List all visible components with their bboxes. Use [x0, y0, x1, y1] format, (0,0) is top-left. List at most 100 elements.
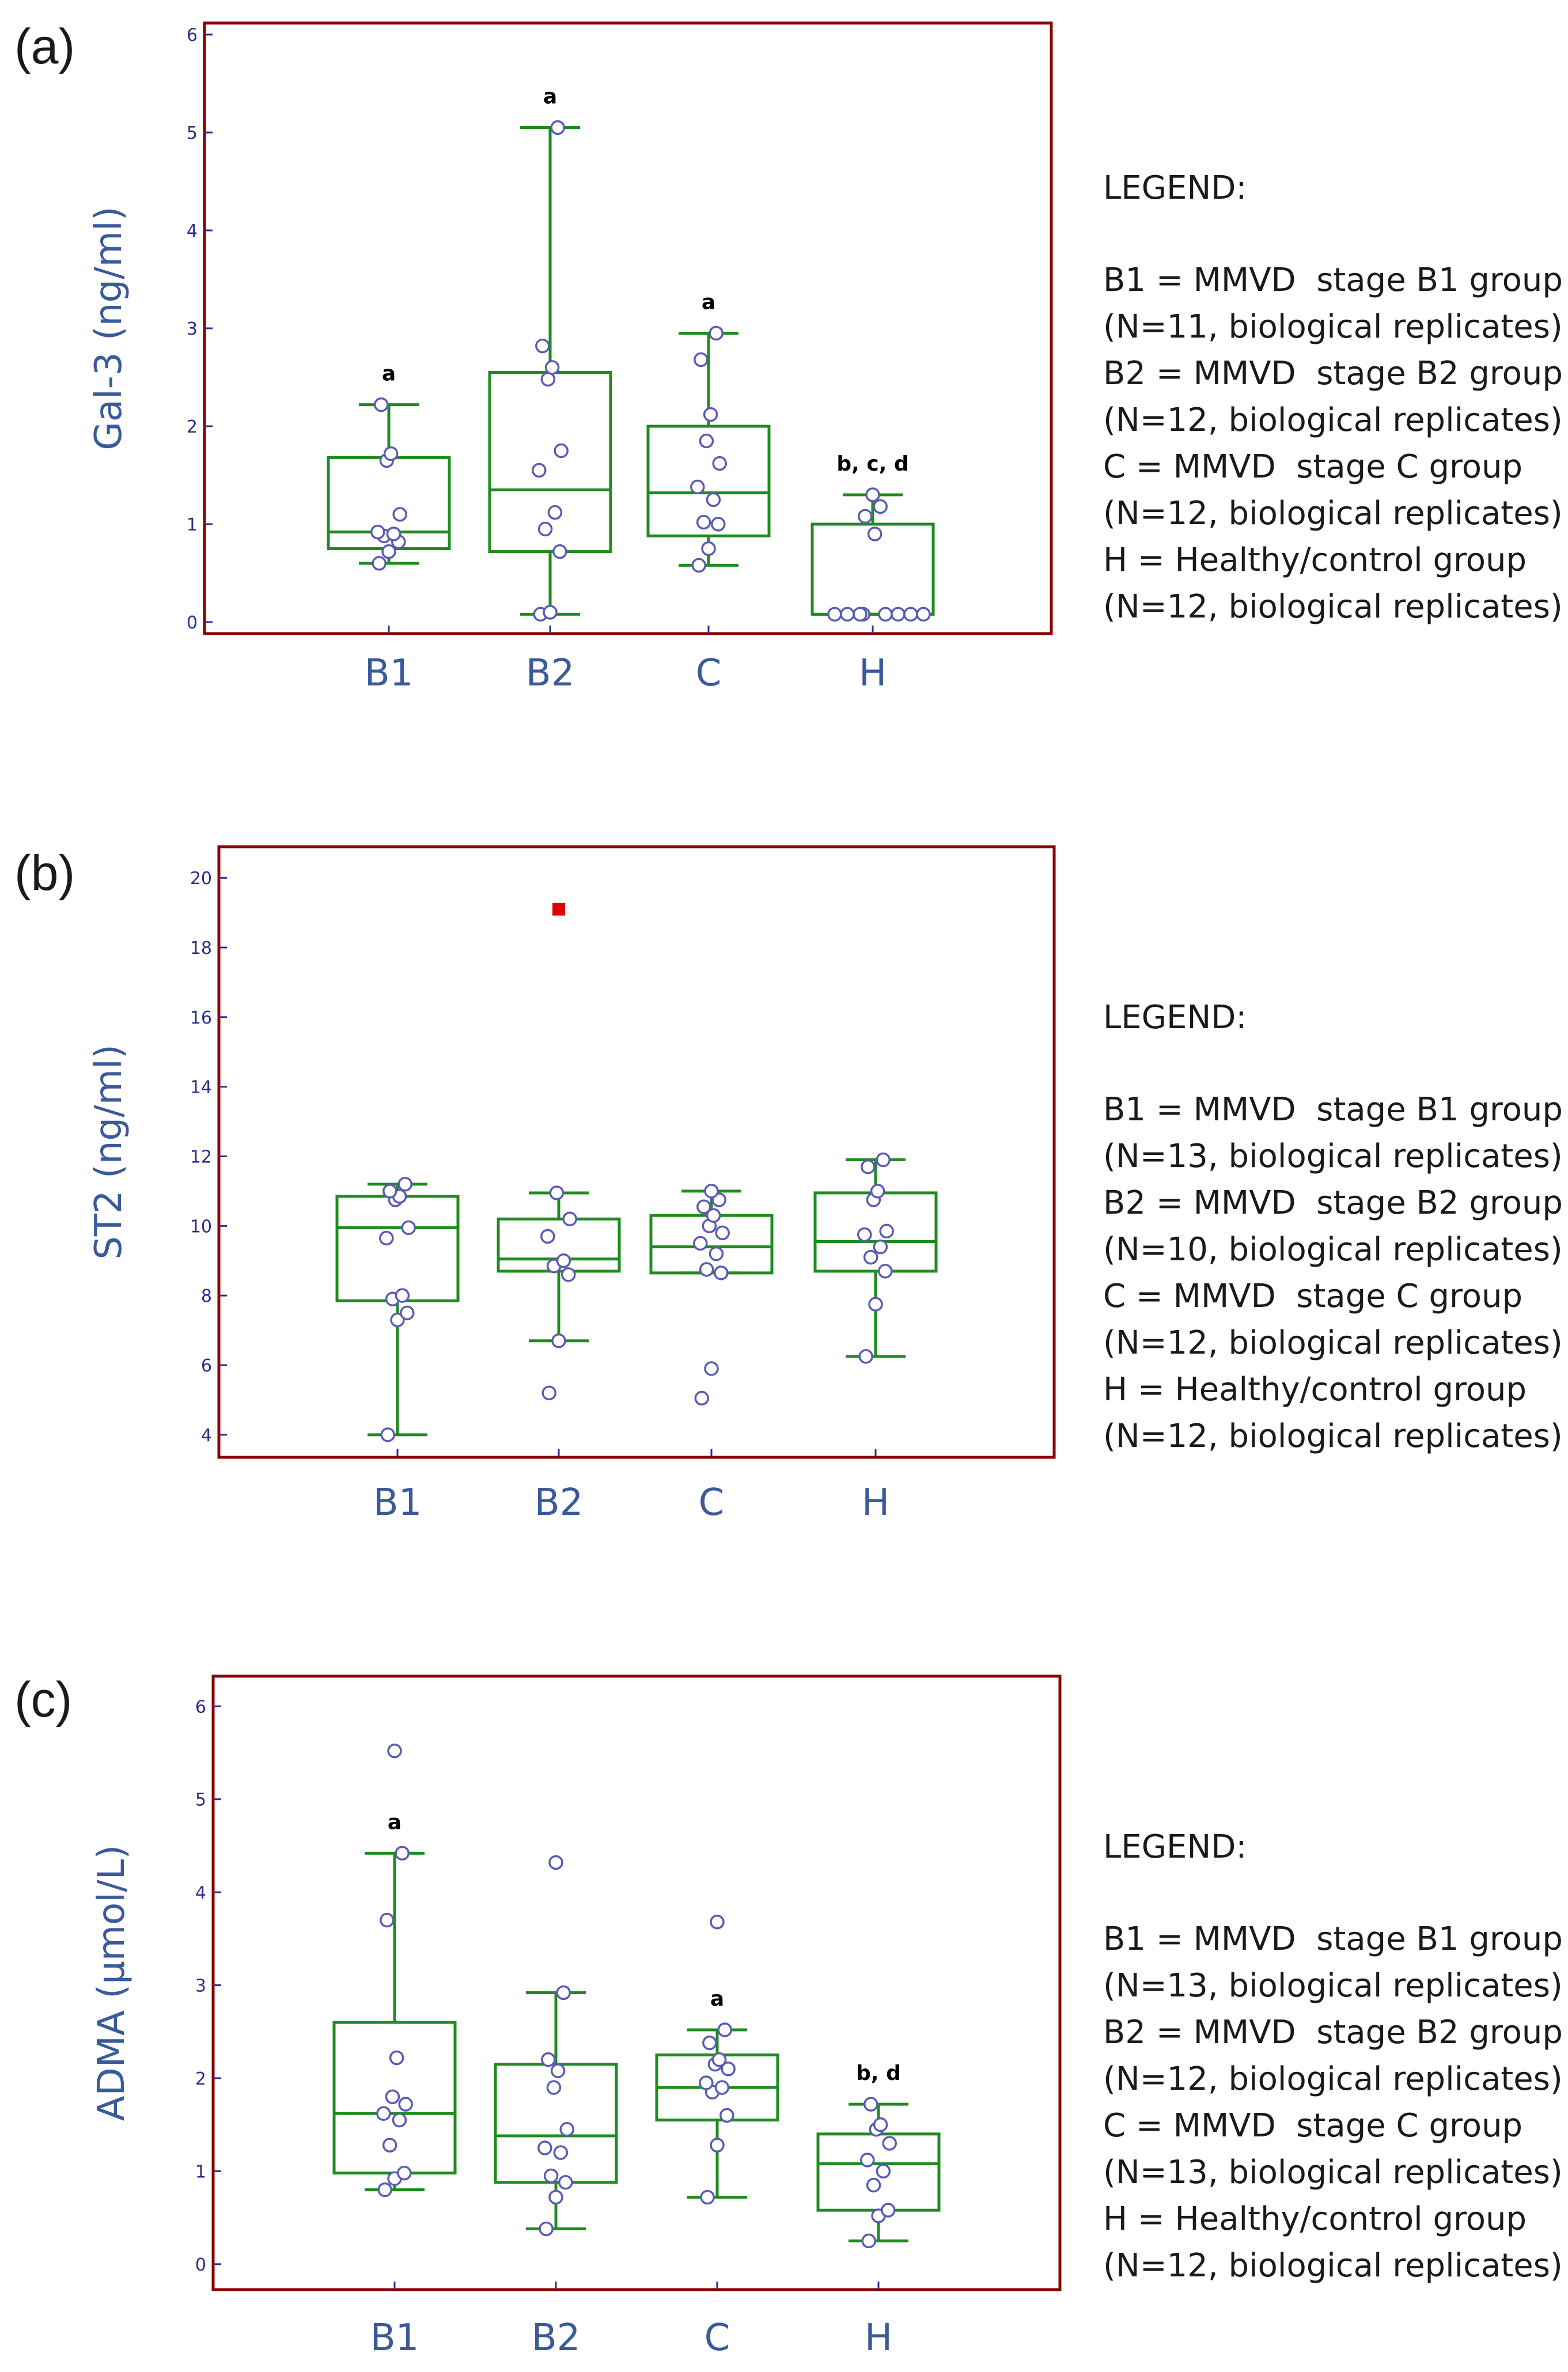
- legend-entry: (N=13, biological replicates): [1103, 1138, 1563, 1175]
- data-point: [857, 1227, 872, 1242]
- legend-entry: B1 = MMVD stage B1 group: [1103, 1091, 1563, 1128]
- data-point: [861, 2233, 876, 2249]
- y-tick-label: 6: [187, 25, 198, 46]
- data-point: [706, 1208, 721, 1223]
- data-point: [891, 607, 906, 622]
- data-point: [873, 1239, 888, 1255]
- y-tick-label: 16: [190, 1008, 212, 1028]
- data-point: [387, 1744, 402, 1759]
- data-point: [881, 2203, 896, 2218]
- data-point: [550, 120, 565, 135]
- data-point: [379, 1230, 394, 1246]
- y-tick-label: 1: [187, 515, 198, 535]
- data-point: [693, 1236, 708, 1251]
- significance-label: a: [388, 1810, 402, 1834]
- iqr-box: [646, 425, 771, 537]
- data-point: [694, 352, 709, 367]
- y-tick-label: 4: [195, 1883, 206, 1903]
- data-point: [699, 1262, 714, 1277]
- data-point: [377, 2182, 392, 2197]
- panel-label: (c): [14, 1672, 72, 1727]
- x-tick-label: H: [865, 2317, 892, 2359]
- data-point: [558, 2174, 573, 2190]
- data-point: [547, 505, 563, 520]
- legend-entry: (N=10, biological replicates): [1103, 1231, 1563, 1268]
- data-point: [860, 2153, 875, 2168]
- x-tick-label: B1: [365, 652, 414, 695]
- data-point: [870, 1184, 885, 1199]
- data-point: [380, 1427, 395, 1442]
- data-point: [865, 487, 880, 502]
- legend-title: LEGEND:: [1103, 999, 1247, 1036]
- data-point: [390, 1312, 405, 1328]
- data-point: [539, 2221, 554, 2237]
- data-point: [389, 2050, 404, 2066]
- legend-title: LEGEND:: [1103, 169, 1247, 207]
- plot-frame: [217, 845, 1056, 1459]
- data-point: [559, 2121, 574, 2137]
- x-tick-label: H: [862, 1481, 889, 1524]
- data-point: [714, 2080, 730, 2095]
- legend-entry: B1 = MMVD stage B1 group: [1103, 262, 1563, 299]
- data-point: [882, 2136, 897, 2151]
- x-tick-label: C: [696, 652, 722, 695]
- data-point: [700, 2189, 715, 2205]
- data-point: [548, 2189, 563, 2205]
- data-point: [382, 1184, 397, 1199]
- data-point: [853, 607, 868, 622]
- data-point: [876, 1152, 891, 1168]
- y-tick-label: 14: [190, 1078, 212, 1098]
- data-point: [537, 521, 553, 537]
- data-point: [370, 524, 385, 540]
- data-point: [878, 607, 893, 622]
- data-point: [721, 2062, 736, 2077]
- legend-title: LEGEND:: [1103, 1828, 1247, 1866]
- data-point: [556, 1253, 571, 1268]
- data-point: [548, 1855, 563, 1870]
- data-point: [712, 456, 727, 471]
- significance-label: b, d: [856, 2062, 901, 2085]
- data-point: [561, 1267, 576, 1282]
- data-point: [706, 492, 721, 507]
- y-tick-label: 2: [187, 417, 198, 437]
- legend-entry: (N=13, biological replicates): [1103, 1967, 1563, 2005]
- data-point: [704, 1184, 719, 1199]
- data-point: [711, 517, 726, 532]
- data-point: [694, 1390, 709, 1406]
- data-point: [392, 2112, 407, 2128]
- data-point: [696, 514, 711, 530]
- data-point: [383, 446, 399, 461]
- data-point: [858, 1349, 873, 1364]
- data-point: [717, 2022, 732, 2037]
- data-point: [699, 2075, 714, 2090]
- legend-entry: (N=12, biological replicates): [1103, 588, 1563, 626]
- data-point: [392, 507, 407, 522]
- outlier-marker: [552, 903, 565, 916]
- data-point: [540, 1229, 555, 1244]
- y-tick-label: 2: [195, 2069, 206, 2089]
- data-point: [554, 443, 569, 459]
- y-tick-label: 5: [195, 1790, 206, 1810]
- legend-entry: B1 = MMVD stage B1 group: [1103, 1920, 1563, 1958]
- data-point: [873, 499, 888, 514]
- y-tick-label: 10: [190, 1217, 212, 1237]
- plot-frame: [211, 1674, 1062, 2291]
- legend-entry: B2 = MMVD stage B2 group: [1103, 355, 1563, 392]
- panel-label: (b): [14, 846, 75, 901]
- data-point: [703, 407, 718, 422]
- legend-entry: (N=12, biological replicates): [1103, 1324, 1563, 1362]
- data-point: [704, 1361, 719, 1376]
- data-point: [385, 2089, 400, 2104]
- data-point: [398, 2097, 413, 2112]
- data-point: [715, 1225, 730, 1241]
- data-point: [863, 1249, 878, 1265]
- data-point: [386, 526, 402, 541]
- data-point: [873, 2117, 888, 2132]
- data-point: [690, 479, 705, 495]
- data-point: [552, 544, 567, 559]
- data-point: [551, 1333, 566, 1348]
- y-tick-label: 8: [201, 1286, 212, 1306]
- data-point: [876, 2163, 891, 2179]
- y-tick-label: 6: [201, 1356, 212, 1376]
- significance-label: a: [710, 1987, 724, 2011]
